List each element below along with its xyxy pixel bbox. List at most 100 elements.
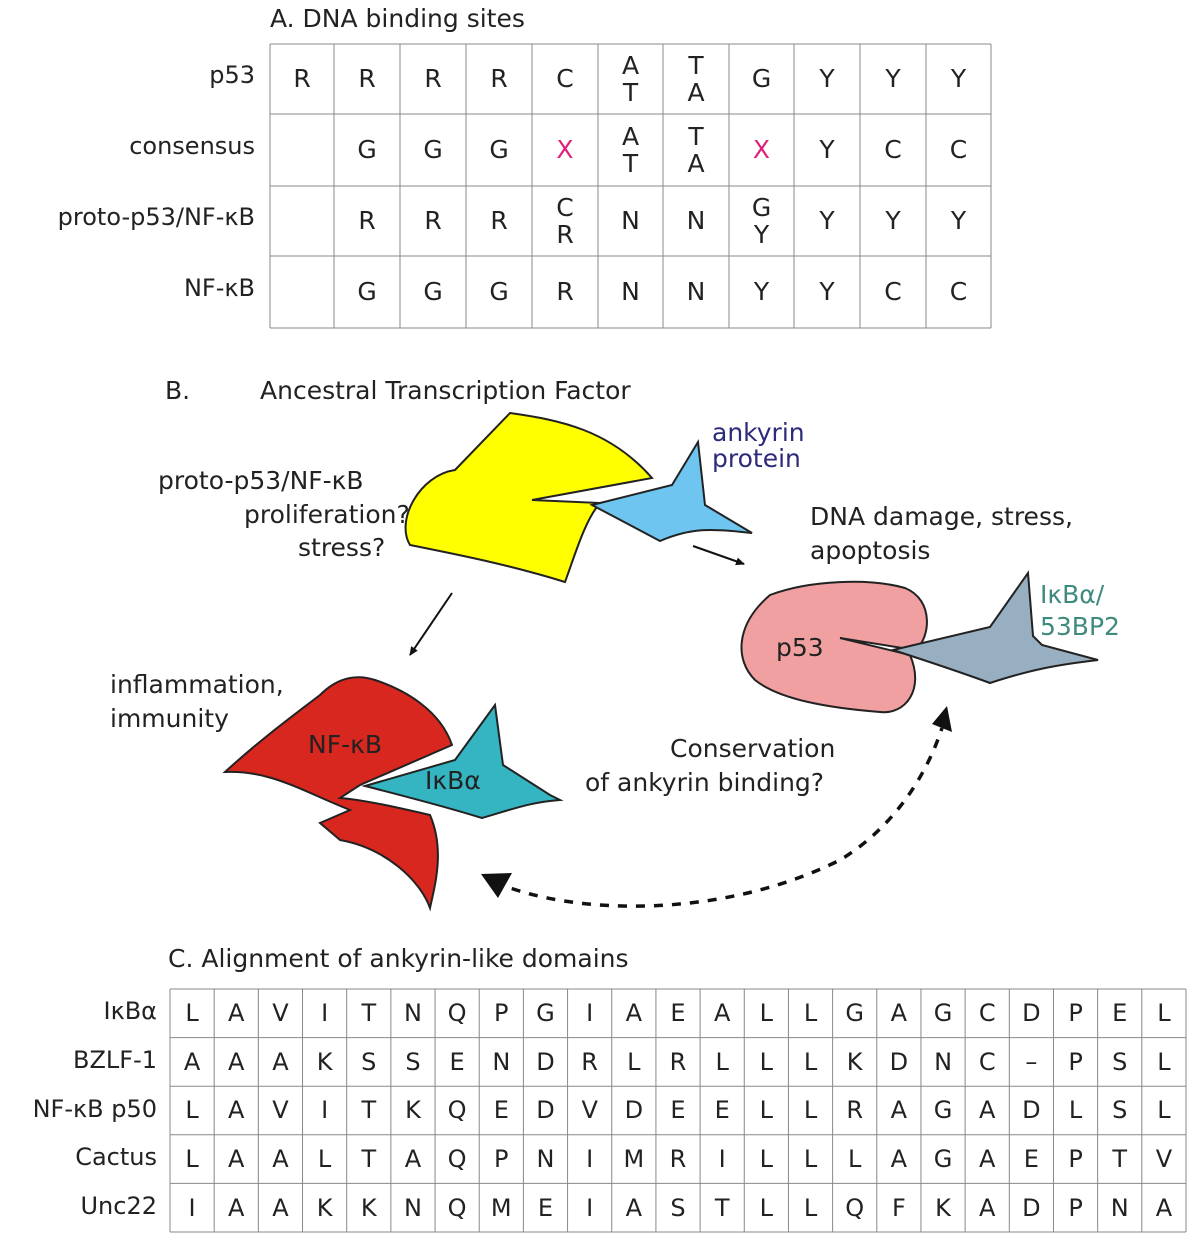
alignment-cell: S — [670, 1193, 686, 1222]
alignment-cell: Q — [447, 1145, 467, 1174]
alignment-cell: G — [536, 999, 555, 1028]
alignment-cell: E — [670, 999, 686, 1028]
p53-context-1: DNA damage, stress, — [810, 502, 1073, 531]
conservation-label-2: of ankyrin binding? — [585, 768, 825, 797]
alignment-cell: N — [492, 1047, 511, 1076]
nfkb-partner-shape — [361, 702, 564, 820]
dna-cell: C — [556, 64, 574, 94]
alignment-cell: I — [321, 1096, 329, 1125]
alignment-cell: K — [316, 1193, 333, 1222]
alignment-cell: E — [670, 1096, 686, 1125]
alignment-cell: L — [803, 1096, 818, 1125]
p53-context-2: apoptosis — [810, 536, 931, 565]
alignment-cell: K — [846, 1047, 863, 1076]
dna-cell: G — [423, 135, 443, 165]
alignment-cell: G — [933, 1145, 953, 1174]
dna-cell: R — [358, 206, 376, 236]
alignment-cell: P — [1068, 1145, 1083, 1174]
section-c-title: C. Alignment of ankyrin-like domains — [168, 944, 629, 973]
alignment-cell: D — [536, 1047, 555, 1076]
nfkb-shape — [222, 676, 454, 912]
alignment-row-label: Unc22 — [80, 1191, 157, 1220]
alignment-cell: A — [1155, 1193, 1173, 1222]
alignment-cell: K — [316, 1047, 333, 1076]
alignment-cell: I — [586, 999, 594, 1028]
conservation-dashed-arrow — [494, 727, 944, 908]
dna-cell: R — [424, 64, 442, 94]
alignment-cell: V — [272, 1096, 289, 1125]
dna-cell: G — [357, 277, 377, 307]
alignment-cell: Q — [447, 1193, 467, 1222]
alignment-cell: L — [185, 1145, 199, 1174]
alignment-cell: P — [494, 999, 509, 1028]
alignment-cell: R — [669, 1047, 687, 1076]
alignment-cell: L — [1068, 1096, 1083, 1125]
alignment-cell: A — [228, 1193, 245, 1222]
alignment-cell: L — [759, 999, 774, 1028]
alignment-cell: T — [361, 1096, 377, 1125]
alignment-cell: N — [1110, 1193, 1129, 1222]
alignment-cell: K — [360, 1193, 377, 1222]
alignment-cell: I — [586, 1145, 594, 1174]
alignment-cell: D — [1022, 999, 1041, 1028]
alignment-cell: L — [1157, 999, 1171, 1028]
ankyrin-label-1: ankyrin — [712, 418, 805, 447]
alignment-row-label: IκBα — [103, 997, 157, 1026]
alignment-cell: S — [405, 1047, 421, 1076]
p53-partner-label-2: 53BP2 — [1040, 612, 1120, 641]
alignment-cell: S — [1112, 1096, 1128, 1125]
nfkb-context-2: immunity — [110, 704, 229, 733]
alignment-cell: S — [1112, 1047, 1128, 1076]
alignment-cell: G — [845, 999, 864, 1028]
alignment-cell: N — [934, 1047, 953, 1076]
dashed-arrow-head-right — [932, 706, 952, 732]
alignment-cell: E — [493, 1096, 509, 1125]
alignment-cell: D — [1022, 1096, 1041, 1125]
dashed-arrow-head-left — [481, 873, 512, 898]
ankyrin-protein-shape — [589, 438, 753, 543]
alignment-cell: E — [537, 1193, 554, 1222]
alignment-cell: C — [978, 999, 996, 1028]
alignment-cell: N — [403, 1193, 422, 1222]
alignment-cell: P — [1068, 1193, 1083, 1222]
alignment-cell: T — [714, 1193, 730, 1222]
alignment-cell: E — [449, 1047, 465, 1076]
dna-cell: G — [489, 135, 509, 165]
alignment-cell: T — [1112, 1145, 1128, 1174]
alignment-cell: A — [228, 999, 245, 1028]
alignment-cell: D — [889, 1047, 909, 1076]
dna-cell: R — [293, 64, 311, 94]
alignment-cell: G — [933, 999, 953, 1028]
alignment-row-label: BZLF-1 — [72, 1045, 157, 1074]
alignment-cell: L — [627, 1047, 641, 1076]
alignment-cell: R — [581, 1047, 598, 1076]
alignment-cell: A — [890, 1096, 908, 1125]
alignment-cell: I — [321, 999, 329, 1028]
alignment-cell: P — [1068, 999, 1083, 1028]
alignment-cell: D — [536, 1096, 555, 1125]
alignment-cell: I — [188, 1193, 196, 1222]
alignment-cell: E — [1112, 999, 1128, 1028]
table-a-grid — [269, 43, 992, 329]
alignment-cell: A — [890, 999, 908, 1028]
dna-cell: Y — [819, 135, 835, 165]
alignment-cell: L — [185, 999, 199, 1028]
nfkb-label: NF-κB — [308, 730, 382, 759]
alignment-cell: D — [624, 1096, 644, 1125]
alignment-cell: A — [404, 1145, 422, 1174]
section-b-letter: B. — [165, 376, 191, 405]
p53-partner-label-1: IκBα/ — [1040, 580, 1105, 609]
alignment-cell: E — [714, 1096, 730, 1125]
dna-cell: G — [357, 135, 377, 165]
alignment-cell: A — [228, 1145, 245, 1174]
alignment-cell: V — [1155, 1145, 1173, 1174]
alignment-cell: G — [933, 1096, 953, 1125]
alignment-cell: T — [361, 999, 377, 1028]
alignment-cell: Q — [447, 1096, 467, 1125]
alignment-cell: I — [586, 1193, 594, 1222]
arrow-to-nfkb — [409, 592, 453, 656]
alignment-cell: S — [361, 1047, 377, 1076]
